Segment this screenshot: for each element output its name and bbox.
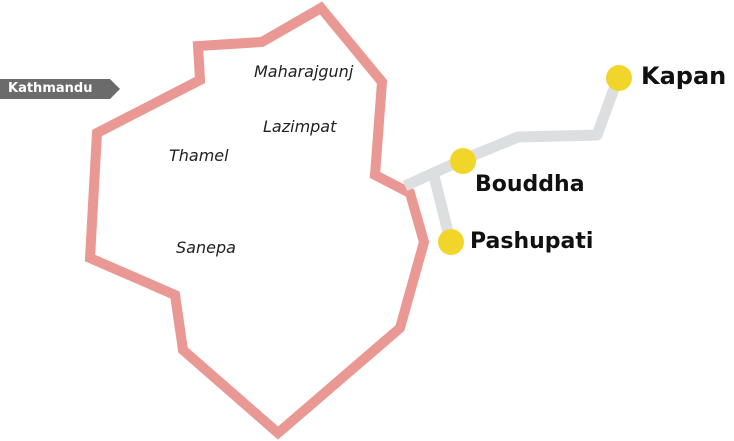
tag-shape <box>0 79 120 99</box>
stop-label-kapan[interactable]: Kapan <box>641 62 727 90</box>
kathmandu-boundary <box>84 1 430 440</box>
route-line-kapan <box>402 76 624 192</box>
stop-marker-bouddha[interactable] <box>450 148 476 174</box>
stop-marker-kapan[interactable] <box>606 65 632 91</box>
city-tag: Kathmandu <box>0 79 120 99</box>
city-tag-label: Kathmandu <box>8 81 93 96</box>
stop-marker-pashupati[interactable] <box>438 229 464 255</box>
area-label-thamel: Thamel <box>169 146 229 165</box>
stop-label-bouddha[interactable]: Bouddha <box>475 172 585 197</box>
area-label-lazimpat: Lazimpat <box>263 117 337 136</box>
area-label-maharajgunj: Maharajgunj <box>254 62 354 81</box>
stop-label-pashupati[interactable]: Pashupati <box>470 229 594 254</box>
route-line-pashupati <box>428 174 456 242</box>
area-label-sanepa: Sanepa <box>176 238 236 257</box>
